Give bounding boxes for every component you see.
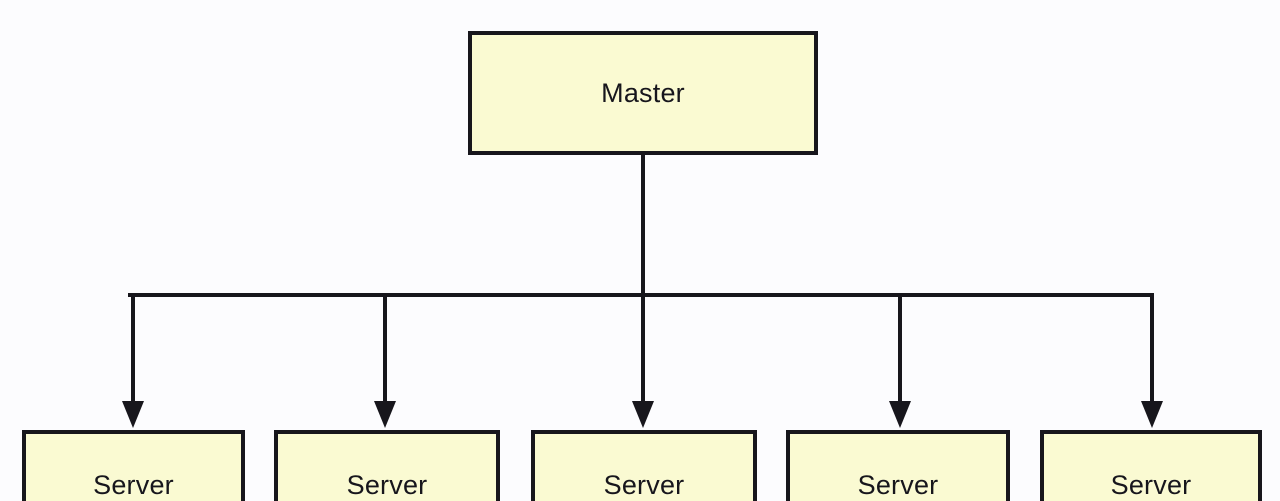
server-node-4[interactable]: Server (786, 430, 1010, 501)
edge-bus-to-server-1 (131, 293, 135, 403)
arrowhead-server-3 (632, 401, 654, 428)
edge-bus-to-server-3 (641, 293, 645, 403)
server-node-2[interactable]: Server (274, 430, 500, 501)
arrowhead-server-4 (889, 401, 911, 428)
edge-bus-to-server-2 (383, 293, 387, 403)
edge-bus-to-server-5 (1150, 293, 1154, 403)
arrowhead-server-2 (374, 401, 396, 428)
edge-master-to-bus (641, 155, 645, 297)
server-node-4-label: Server (857, 470, 939, 500)
server-node-1[interactable]: Server (22, 430, 245, 501)
server-node-5[interactable]: Server (1040, 430, 1262, 501)
master-node[interactable]: Master (468, 31, 818, 155)
master-node-label: Master (601, 77, 685, 108)
server-node-3-label: Server (603, 470, 685, 500)
server-node-5-label: Server (1110, 470, 1192, 500)
edge-bus-to-server-4 (898, 293, 902, 403)
arrowhead-server-1 (122, 401, 144, 428)
server-node-3[interactable]: Server (531, 430, 757, 501)
server-node-2-label: Server (346, 470, 428, 500)
arrowhead-server-5 (1141, 401, 1163, 428)
server-node-1-label: Server (93, 470, 174, 500)
